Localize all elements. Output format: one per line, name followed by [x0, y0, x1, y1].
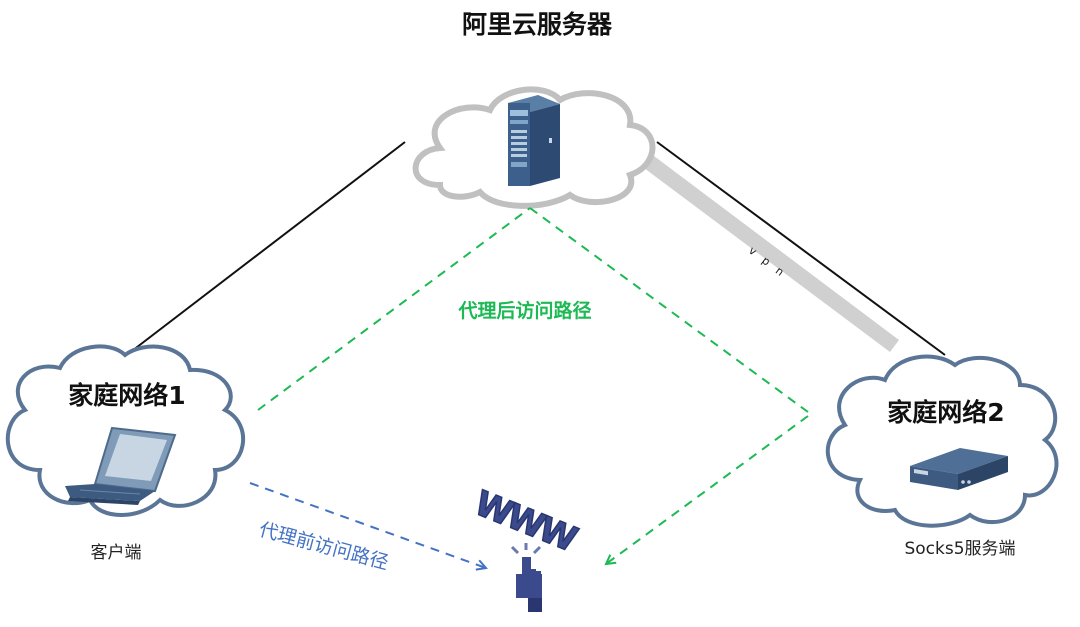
- direct-path: 代理前访问路径: [249, 482, 486, 574]
- home-network-2-label: 家庭网络2: [887, 398, 1004, 427]
- proxied-path-label: 代理后访问路径: [457, 299, 591, 322]
- proxied-path-segment-3: [606, 415, 809, 564]
- link-home1-to-cloud: [127, 141, 406, 355]
- vpn-tunnel: vpn: [636, 150, 899, 352]
- direct-path-arrow: [249, 482, 486, 568]
- cloud-aliyun: [412, 86, 656, 209]
- vpn-bar: [636, 150, 899, 352]
- proxied-path: 代理后访问路径: [257, 207, 809, 564]
- client-caption: 客户端: [91, 543, 142, 563]
- cloud-shape: [825, 354, 1059, 528]
- diagram-title: 阿里云服务器: [462, 10, 613, 39]
- cloud-home-network-1: 家庭网络1: [5, 344, 245, 517]
- socks5-server-caption: Socks5服务端: [904, 539, 1015, 559]
- rack-server-icon: [910, 448, 1008, 490]
- proxied-path-segment-1: [257, 207, 531, 411]
- tower-server-icon: [508, 95, 560, 186]
- www-icon: WWW: [468, 483, 583, 612]
- cloud-home-network-2: 家庭网络2: [825, 354, 1059, 528]
- laptop-icon: [65, 426, 177, 505]
- pointing-hand-icon: [510, 543, 542, 612]
- link-cloud-to-home2: [656, 141, 946, 356]
- home-network-1-label: 家庭网络1: [68, 381, 185, 410]
